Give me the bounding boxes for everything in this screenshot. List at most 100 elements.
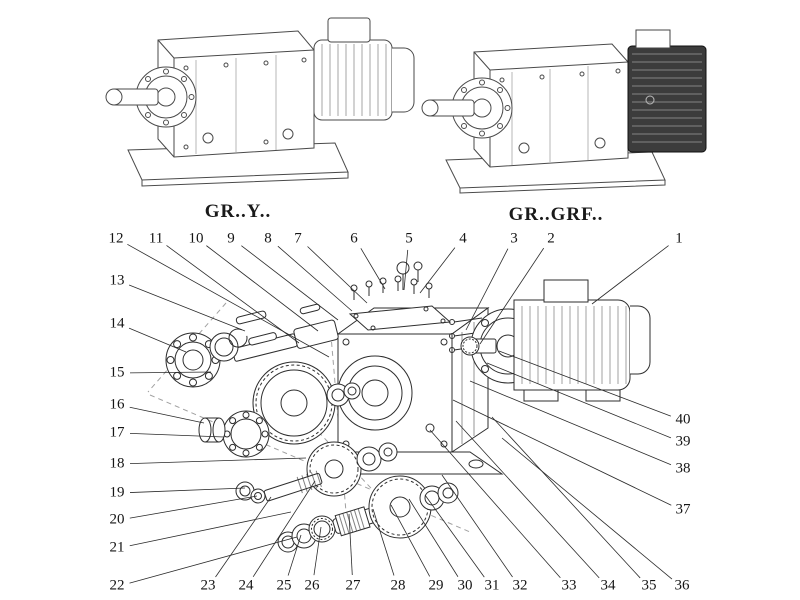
callout-line bbox=[465, 248, 509, 331]
callout-number: 40 bbox=[675, 411, 691, 428]
callout-number: 15 bbox=[109, 364, 125, 381]
callout-number: 9 bbox=[227, 230, 235, 247]
callout-line bbox=[429, 429, 561, 579]
callout-number: 33 bbox=[561, 577, 577, 594]
callout-number: 21 bbox=[109, 539, 125, 556]
motor-pinion bbox=[460, 336, 497, 356]
input-shaft-assembly bbox=[232, 303, 339, 362]
breather-plug bbox=[413, 261, 423, 282]
assembled-gearmotor-gr-grf bbox=[421, 29, 707, 194]
callout-line bbox=[491, 416, 641, 579]
intermediate-washers bbox=[356, 442, 398, 472]
callout-number: 34 bbox=[600, 577, 616, 594]
callout-line bbox=[129, 371, 212, 374]
intermediate-bearing bbox=[222, 410, 270, 458]
gear-washers bbox=[326, 382, 361, 407]
callout-number: 32 bbox=[512, 577, 528, 594]
oil-plug bbox=[425, 423, 435, 433]
intermediate-gear bbox=[306, 441, 362, 497]
callout-line bbox=[129, 487, 246, 493]
eye-bolt bbox=[396, 261, 410, 290]
callout-line bbox=[403, 249, 409, 291]
callout-line bbox=[313, 526, 322, 576]
callout-number: 2 bbox=[547, 230, 555, 247]
callout-number: 8 bbox=[264, 230, 272, 247]
callout-line bbox=[452, 399, 672, 506]
callout-number: 20 bbox=[109, 511, 125, 528]
callout-number: 39 bbox=[675, 433, 691, 450]
compact-drive-unit bbox=[627, 29, 707, 153]
callout-line bbox=[129, 495, 258, 519]
snap-ring bbox=[228, 328, 248, 348]
callout-number: 7 bbox=[294, 230, 302, 247]
shaft-key bbox=[235, 310, 267, 325]
cover-bolts bbox=[350, 275, 433, 300]
callout-line bbox=[307, 246, 368, 304]
callout-number: 5 bbox=[405, 230, 413, 247]
callout-number: 28 bbox=[390, 577, 406, 594]
callout-number: 11 bbox=[148, 230, 164, 247]
callout-number: 14 bbox=[109, 315, 125, 332]
callout-line bbox=[215, 496, 272, 578]
callout-number: 4 bbox=[459, 230, 467, 247]
callout-line bbox=[206, 245, 319, 332]
callout-line bbox=[129, 433, 225, 438]
output-gear bbox=[368, 475, 432, 539]
callout-line bbox=[129, 406, 205, 424]
electric-motor bbox=[313, 17, 415, 121]
callout-number: 29 bbox=[428, 577, 444, 594]
input-shaft-flange bbox=[421, 77, 513, 139]
callout-line bbox=[591, 245, 669, 305]
callout-line bbox=[241, 245, 339, 321]
callout-line bbox=[441, 474, 513, 578]
output-shaft-assembly bbox=[277, 475, 459, 553]
oil-seal bbox=[209, 332, 239, 362]
exploded-view bbox=[147, 261, 651, 553]
callout-line bbox=[277, 245, 353, 312]
callout-line bbox=[128, 327, 187, 353]
callout-number: 31 bbox=[484, 577, 500, 594]
callout-line bbox=[455, 420, 600, 579]
callout-line bbox=[408, 498, 459, 577]
callout-line bbox=[390, 504, 431, 577]
callout-line bbox=[252, 480, 316, 578]
model-label-gr-y: GR..Y.. bbox=[204, 201, 272, 222]
callout-number: 36 bbox=[674, 577, 690, 594]
callout-number: 35 bbox=[641, 577, 657, 594]
callout-number: 6 bbox=[350, 230, 358, 247]
motor-assembly bbox=[449, 279, 651, 402]
callout-number: 27 bbox=[345, 577, 361, 594]
callout-number: 13 bbox=[109, 272, 125, 289]
callout-number: 16 bbox=[109, 396, 125, 413]
callout-number: 38 bbox=[675, 460, 691, 477]
callout-line bbox=[129, 457, 307, 465]
callout-number: 24 bbox=[238, 577, 254, 594]
shaft-key-small bbox=[299, 303, 321, 315]
callout-line bbox=[469, 380, 672, 466]
shaft-key-seated bbox=[248, 332, 277, 346]
input-shaft-flange bbox=[105, 66, 197, 128]
callout-line bbox=[348, 513, 353, 576]
callout-line bbox=[498, 350, 671, 417]
model-label-gr-grf: GR..GRF.. bbox=[508, 204, 604, 225]
callout-number: 37 bbox=[675, 501, 691, 518]
callout-number: 1 bbox=[675, 230, 683, 247]
callout-line bbox=[127, 243, 330, 358]
callout-line bbox=[486, 362, 672, 439]
callout-line bbox=[129, 511, 292, 547]
callout-line bbox=[424, 494, 485, 578]
callout-number: 19 bbox=[109, 484, 125, 501]
callout-number: 18 bbox=[109, 455, 125, 472]
callout-line bbox=[501, 437, 673, 580]
callout-number: 10 bbox=[188, 230, 204, 247]
callout-number: 3 bbox=[510, 230, 518, 247]
pinion-shaft-assembly bbox=[235, 470, 323, 504]
callout-line bbox=[360, 248, 386, 290]
callout-number: 12 bbox=[108, 230, 124, 247]
callout-number: 25 bbox=[276, 577, 292, 594]
callout-line bbox=[129, 536, 298, 584]
callout-line bbox=[287, 534, 302, 576]
callout-line bbox=[166, 245, 300, 344]
